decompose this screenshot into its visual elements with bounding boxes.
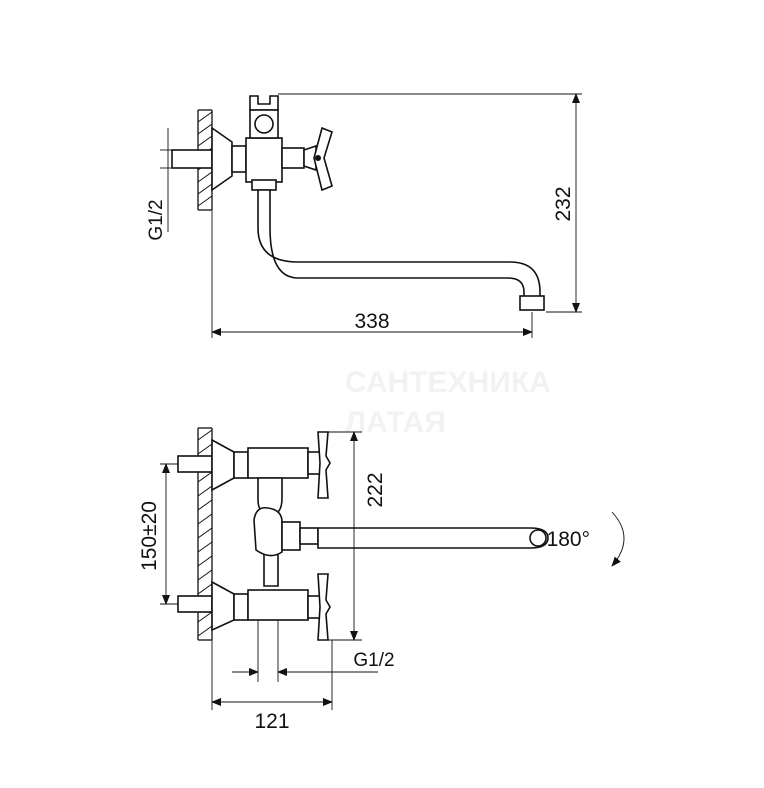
spout-nut (299, 527, 319, 545)
cross-handle-top (313, 126, 333, 192)
nut-top (231, 145, 247, 173)
inlet-pipe-top (171, 149, 213, 169)
upper-cross-handle (317, 431, 331, 499)
spout-nut-top (251, 179, 277, 191)
inlet-pipe-upper (177, 455, 213, 473)
rotation-arrow (611, 511, 625, 567)
lower-body (247, 589, 309, 621)
aerator-top (519, 295, 545, 311)
nut-lower (233, 593, 249, 621)
holder-top (249, 95, 279, 111)
escutcheon-lower (211, 580, 235, 632)
spout-pipe (317, 527, 549, 549)
lower-cross-handle (317, 573, 331, 641)
spout-end (529, 529, 547, 547)
dimension-121: 121 (254, 710, 289, 733)
watermark: САНТЕХНИКА ЛАТАЯ (345, 366, 551, 439)
inlet-pipe-lower (177, 595, 213, 613)
mixer-body-top (245, 137, 283, 183)
thread-label-top: G1/2 (146, 199, 167, 240)
spout-top (257, 189, 541, 301)
nut-upper (233, 451, 249, 479)
top-view: 338 232 G1/2 (146, 93, 582, 338)
dimension-232: 232 (552, 186, 575, 221)
watermark-line-1: САНТЕХНИКА (345, 366, 551, 399)
valve-top (281, 147, 305, 169)
upper-body (247, 447, 309, 479)
front-view: 180° 222 150±20 G1/2 121 (138, 427, 625, 733)
dimension-338: 338 (354, 310, 389, 333)
dimension-222: 222 (364, 472, 387, 507)
rotation-label: 180° (547, 528, 590, 551)
escutcheon-top (211, 126, 233, 192)
escutcheon-upper (211, 438, 235, 492)
dimension-150-20: 150±20 (138, 501, 161, 571)
watermark-line-2: ЛАТАЯ (345, 406, 446, 439)
shower-holder-front (253, 506, 283, 557)
spout-collar (281, 521, 301, 551)
thread-label-front: G1/2 (353, 650, 394, 671)
